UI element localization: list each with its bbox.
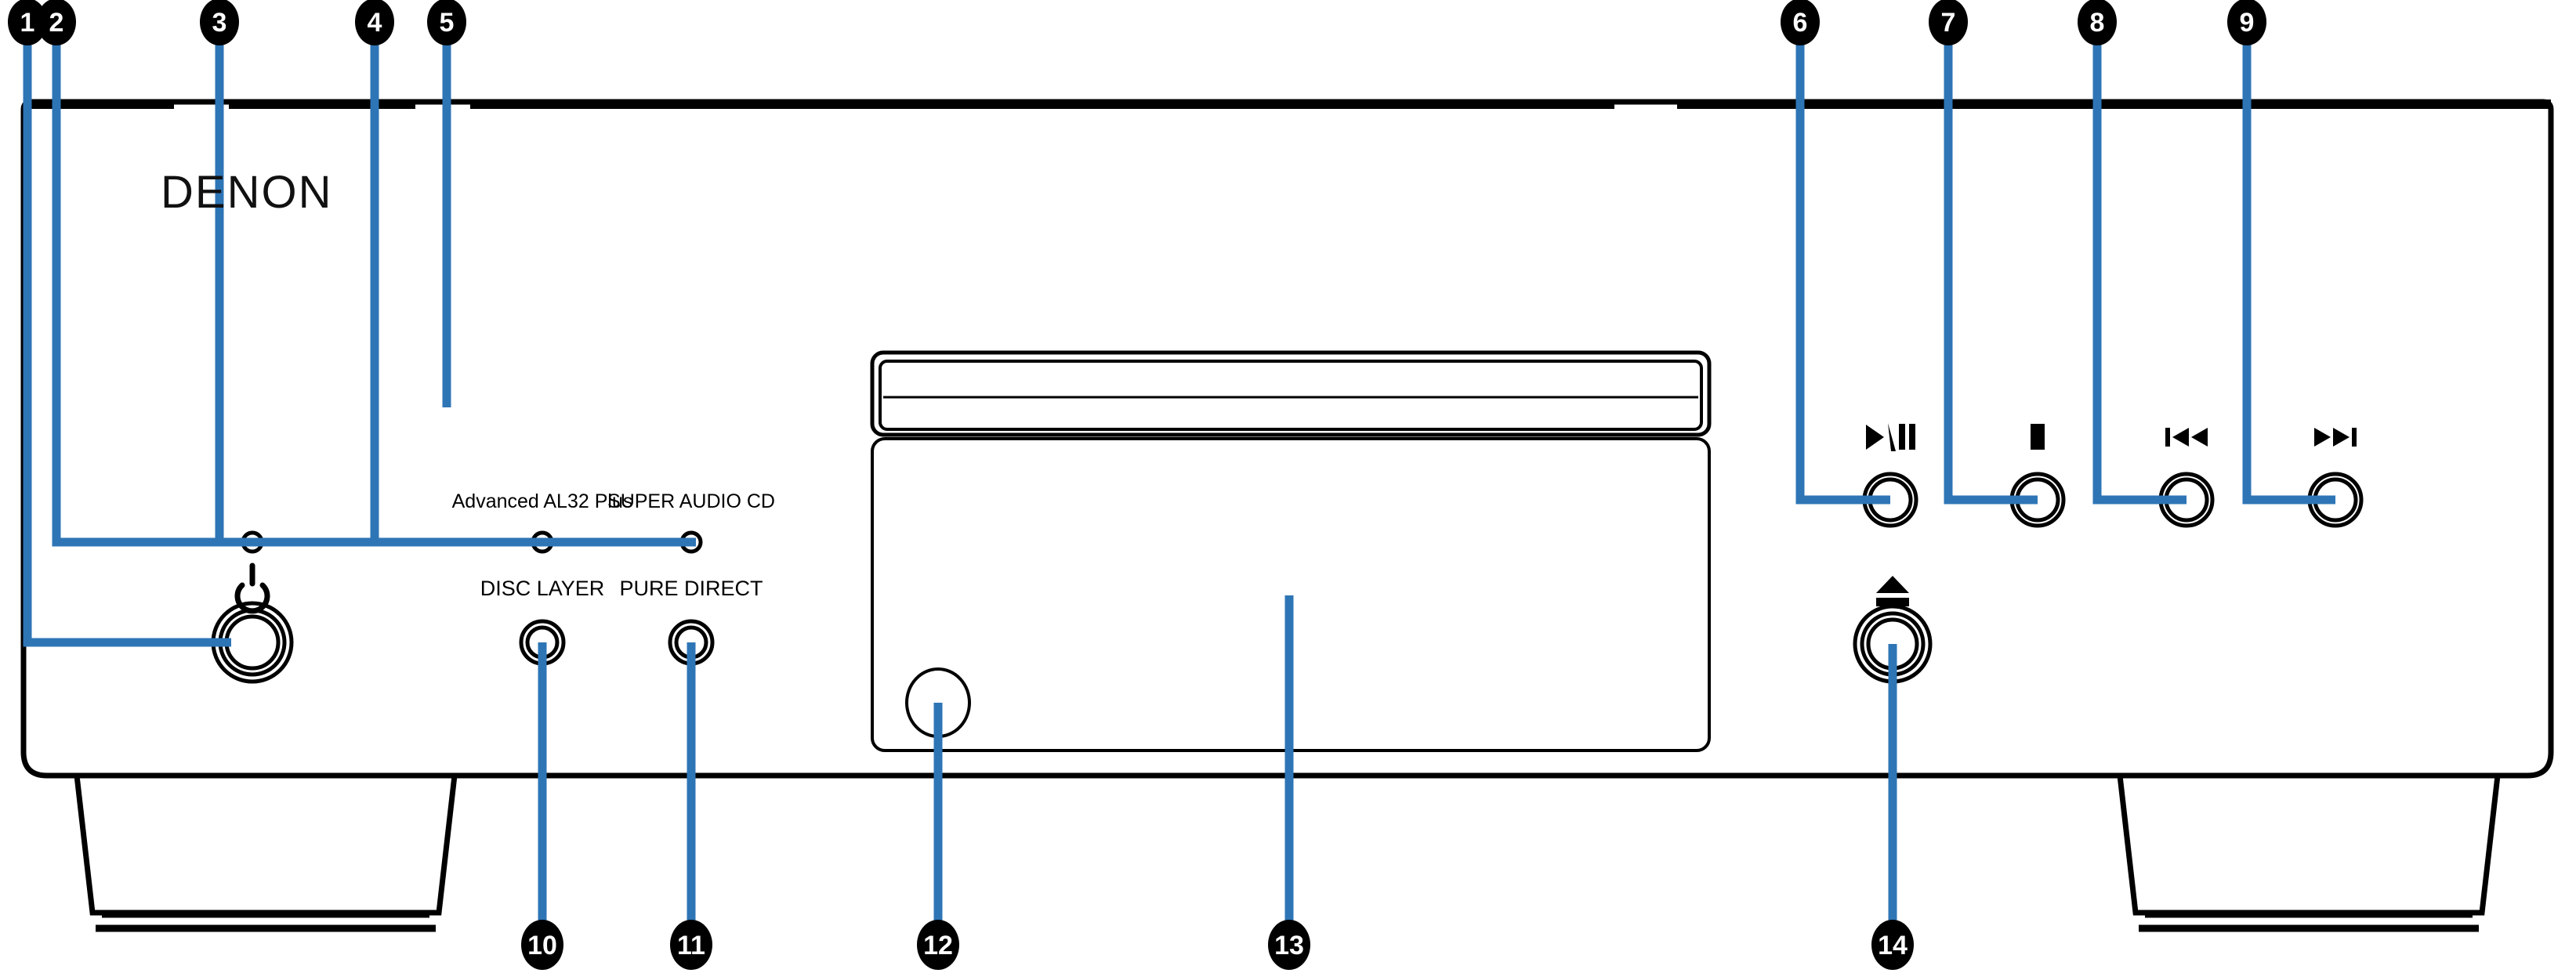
stop-icon (2031, 424, 2045, 450)
svg-text:1: 1 (20, 8, 35, 38)
svg-text:14: 14 (1878, 931, 1908, 960)
chassis-foot-right (2117, 772, 2501, 932)
svg-text:2: 2 (49, 8, 64, 38)
callout-2[interactable]: 2 (37, 0, 76, 45)
disc-layer-label: DISC LAYER (480, 577, 605, 600)
callout-4[interactable]: 4 (355, 0, 394, 45)
svg-text:8: 8 (2090, 8, 2105, 38)
callout-10[interactable]: 10 (521, 920, 563, 970)
callout-5[interactable]: 5 (427, 0, 466, 45)
callout-3[interactable]: 3 (200, 0, 239, 45)
svg-text:13: 13 (1274, 931, 1304, 960)
callout-13[interactable]: 13 (1268, 920, 1310, 970)
callout-9[interactable]: 9 (2227, 0, 2266, 45)
leader-line-6 (1795, 38, 1890, 505)
advanced-al32-plus-label: Advanced AL32 Plus (452, 490, 633, 512)
disc-tray[interactable] (870, 350, 1712, 437)
pure-direct-label: PURE DIRECT (619, 577, 763, 600)
play-pause-icon (1866, 423, 1915, 451)
leader-line-1 (23, 38, 231, 647)
leader-line-4 (370, 38, 696, 547)
brand-logo: DENON (161, 167, 332, 218)
leader-line-2 (52, 38, 243, 547)
leader-line-9 (2242, 38, 2335, 505)
callout-14[interactable]: 14 (1871, 920, 1914, 970)
svg-text:7: 7 (1941, 8, 1956, 38)
callout-11[interactable]: 11 (670, 920, 712, 970)
previous-track-icon (2165, 428, 2208, 447)
power-button[interactable] (211, 601, 294, 684)
svg-text:5: 5 (440, 8, 455, 38)
eject-icon (1876, 576, 1909, 606)
callout-badges: 1 2 3 4 5 6 7 (8, 0, 2266, 970)
svg-text:12: 12 (923, 931, 953, 960)
callout-1[interactable]: 1 (8, 0, 47, 45)
super-audio-cd-label: SUPER AUDIO CD (607, 490, 775, 512)
svg-text:9: 9 (2240, 8, 2255, 38)
callout-12[interactable]: 12 (917, 920, 959, 970)
svg-text:10: 10 (527, 931, 557, 960)
svg-text:4: 4 (368, 8, 382, 38)
svg-text:11: 11 (677, 931, 705, 960)
svg-text:6: 6 (1793, 8, 1808, 38)
callout-8[interactable]: 8 (2078, 0, 2117, 45)
callout-6[interactable]: 6 (1781, 0, 1820, 45)
power-icon (234, 562, 270, 614)
chassis-foot-left (74, 772, 458, 932)
leader-line-7 (1944, 38, 2038, 505)
callout-7[interactable]: 7 (1929, 0, 1968, 45)
next-track-icon (2314, 428, 2357, 447)
svg-text:3: 3 (212, 8, 227, 38)
leader-line-8 (2092, 38, 2187, 505)
